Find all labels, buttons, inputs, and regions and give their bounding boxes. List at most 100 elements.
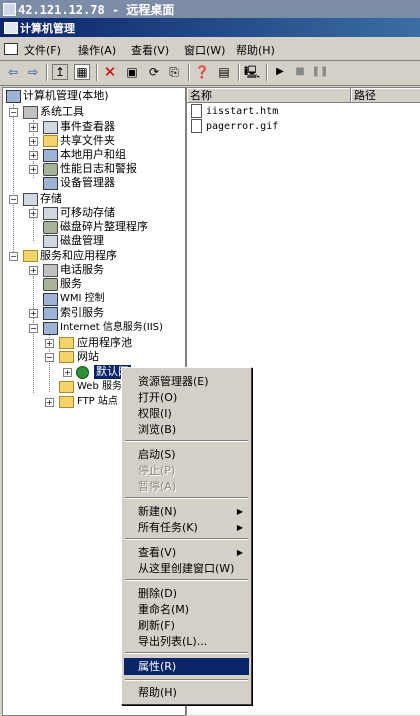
menu-explorer[interactable]: 资源管理器(E) — [138, 375, 209, 388]
menu-help[interactable]: 帮助(H) — [138, 686, 177, 699]
storage-icon — [23, 193, 38, 206]
menu-export-list[interactable]: 导出列表(L)... — [138, 635, 208, 648]
performance-icon — [43, 163, 58, 176]
expand-icon[interactable]: + — [29, 309, 38, 318]
folder-icon — [59, 351, 74, 363]
folder-icon — [59, 337, 74, 349]
menu-browse[interactable]: 浏览(B) — [138, 423, 177, 436]
back-icon[interactable]: ⇦ — [7, 65, 19, 79]
collapse-icon[interactable]: − — [9, 108, 18, 117]
submenu-arrow-icon: ▶ — [236, 507, 243, 516]
computer-management-icon — [6, 90, 21, 103]
tree-line — [33, 120, 34, 178]
collapse-icon[interactable]: − — [45, 353, 54, 362]
up-level-icon[interactable]: ↥ — [52, 64, 68, 80]
list-item[interactable]: iisstart.htm — [191, 104, 278, 120]
menu-separator — [125, 679, 248, 681]
file-icon — [191, 119, 202, 133]
menu-separator — [125, 579, 248, 581]
tree-root-label: 计算机管理(本地) — [23, 89, 109, 102]
toolbar-separator — [238, 64, 240, 81]
system-tools-icon — [23, 106, 38, 119]
expand-icon[interactable]: + — [45, 398, 54, 407]
iis-icon — [43, 322, 58, 335]
column-header-name[interactable]: 名称 — [187, 88, 351, 103]
expand-icon[interactable]: + — [29, 165, 38, 174]
expand-icon[interactable]: + — [29, 266, 38, 275]
collapse-icon[interactable]: − — [9, 252, 18, 261]
menu-rename[interactable]: 重命名(M) — [138, 603, 190, 616]
menu-new-window[interactable]: 从这里创建窗口(W) — [138, 562, 235, 575]
file-icon — [191, 104, 202, 118]
expand-icon[interactable]: + — [45, 339, 54, 348]
menu-view[interactable]: 查看(V) — [131, 44, 170, 57]
shared-folder-icon — [43, 135, 58, 147]
menu-all-tasks[interactable]: 所有任务(K)▶ — [138, 521, 243, 534]
menu-window[interactable]: 窗口(W) — [184, 44, 226, 57]
menu-action[interactable]: 操作(A) — [78, 44, 117, 57]
menu-new[interactable]: 新建(N)▶ — [138, 505, 243, 518]
expand-icon[interactable]: + — [63, 368, 72, 377]
menu-delete[interactable]: 删除(D) — [138, 587, 178, 600]
computer-management-icon — [4, 22, 18, 34]
tree-line — [33, 207, 34, 241]
expand-icon[interactable]: + — [29, 151, 38, 160]
forward-icon[interactable]: ⇨ — [27, 65, 39, 79]
users-icon — [43, 149, 58, 162]
defrag-icon — [43, 221, 58, 234]
services-apps-icon — [23, 250, 38, 262]
menu-properties[interactable]: 属性(R) — [124, 658, 249, 675]
view-icon[interactable]: ▤ — [218, 65, 230, 79]
menu-open[interactable]: 打开(O) — [138, 391, 178, 404]
disk-management-icon — [43, 235, 58, 248]
menu-separator — [125, 538, 248, 540]
menu-help[interactable]: 帮助(H) — [236, 44, 275, 57]
pause-icon[interactable]: ❚❚ — [311, 66, 329, 77]
device-manager-icon — [43, 177, 58, 190]
computer-icon[interactable]: 🖳 — [244, 65, 261, 79]
toolbar-separator — [266, 64, 268, 81]
menu-view[interactable]: 查看(V)▶ — [138, 546, 243, 559]
delete-icon[interactable]: ✕ — [103, 63, 117, 81]
context-menu: 资源管理器(E) 打开(O) 权限(I) 浏览(B) 启动(S) 停止(P) 暂… — [121, 367, 252, 705]
submenu-arrow-icon: ▶ — [236, 548, 243, 557]
start-icon[interactable]: ▶ — [276, 66, 284, 77]
collapse-icon[interactable]: − — [9, 195, 18, 204]
tree-line — [13, 104, 14, 258]
menu-pause: 暂停(A) — [138, 480, 177, 493]
menu-refresh[interactable]: 刷新(F) — [138, 619, 175, 632]
toolbar-separator — [46, 64, 48, 81]
remote-desktop-title-bar[interactable]: 42.121.12.78 - 远程桌面 — [0, 0, 420, 18]
expand-icon[interactable]: + — [29, 123, 38, 132]
properties-icon[interactable]: ▣ — [126, 65, 138, 79]
app-title-bar[interactable]: 计算机管理 — [0, 18, 420, 37]
menu-file[interactable]: 文件(F) — [24, 44, 61, 57]
menu-stop: 停止(P) — [138, 464, 176, 477]
column-header-path[interactable]: 路径 — [351, 88, 420, 103]
menu-separator — [125, 497, 248, 499]
refresh-icon[interactable]: ⟳ — [148, 65, 160, 79]
expand-icon[interactable]: + — [29, 137, 38, 146]
globe-icon — [76, 366, 89, 379]
folder-icon — [59, 396, 74, 408]
system-menu-icon[interactable] — [4, 43, 18, 55]
show-hide-tree-icon[interactable]: ▦ — [74, 64, 90, 80]
export-list-icon[interactable]: ⎘ — [169, 65, 179, 79]
app-title: 计算机管理 — [20, 22, 75, 35]
list-item[interactable]: pagerror.gif — [191, 119, 278, 135]
remote-desktop-icon — [3, 3, 16, 16]
menu-permissions[interactable]: 权限(I) — [138, 407, 172, 420]
removable-storage-icon — [43, 207, 58, 220]
collapse-icon[interactable]: − — [29, 324, 38, 333]
help-icon[interactable]: ❓ — [194, 65, 210, 79]
menu-start[interactable]: 启动(S) — [138, 448, 176, 461]
stop-icon[interactable]: ■ — [295, 66, 305, 77]
telephony-icon — [43, 264, 58, 277]
menu-separator — [125, 440, 248, 442]
submenu-arrow-icon: ▶ — [236, 523, 243, 532]
toolbar-separator — [188, 64, 190, 81]
expand-icon[interactable]: + — [29, 209, 38, 218]
services-icon — [43, 278, 58, 291]
toolbar-separator — [96, 64, 98, 81]
event-viewer-icon — [43, 121, 58, 134]
